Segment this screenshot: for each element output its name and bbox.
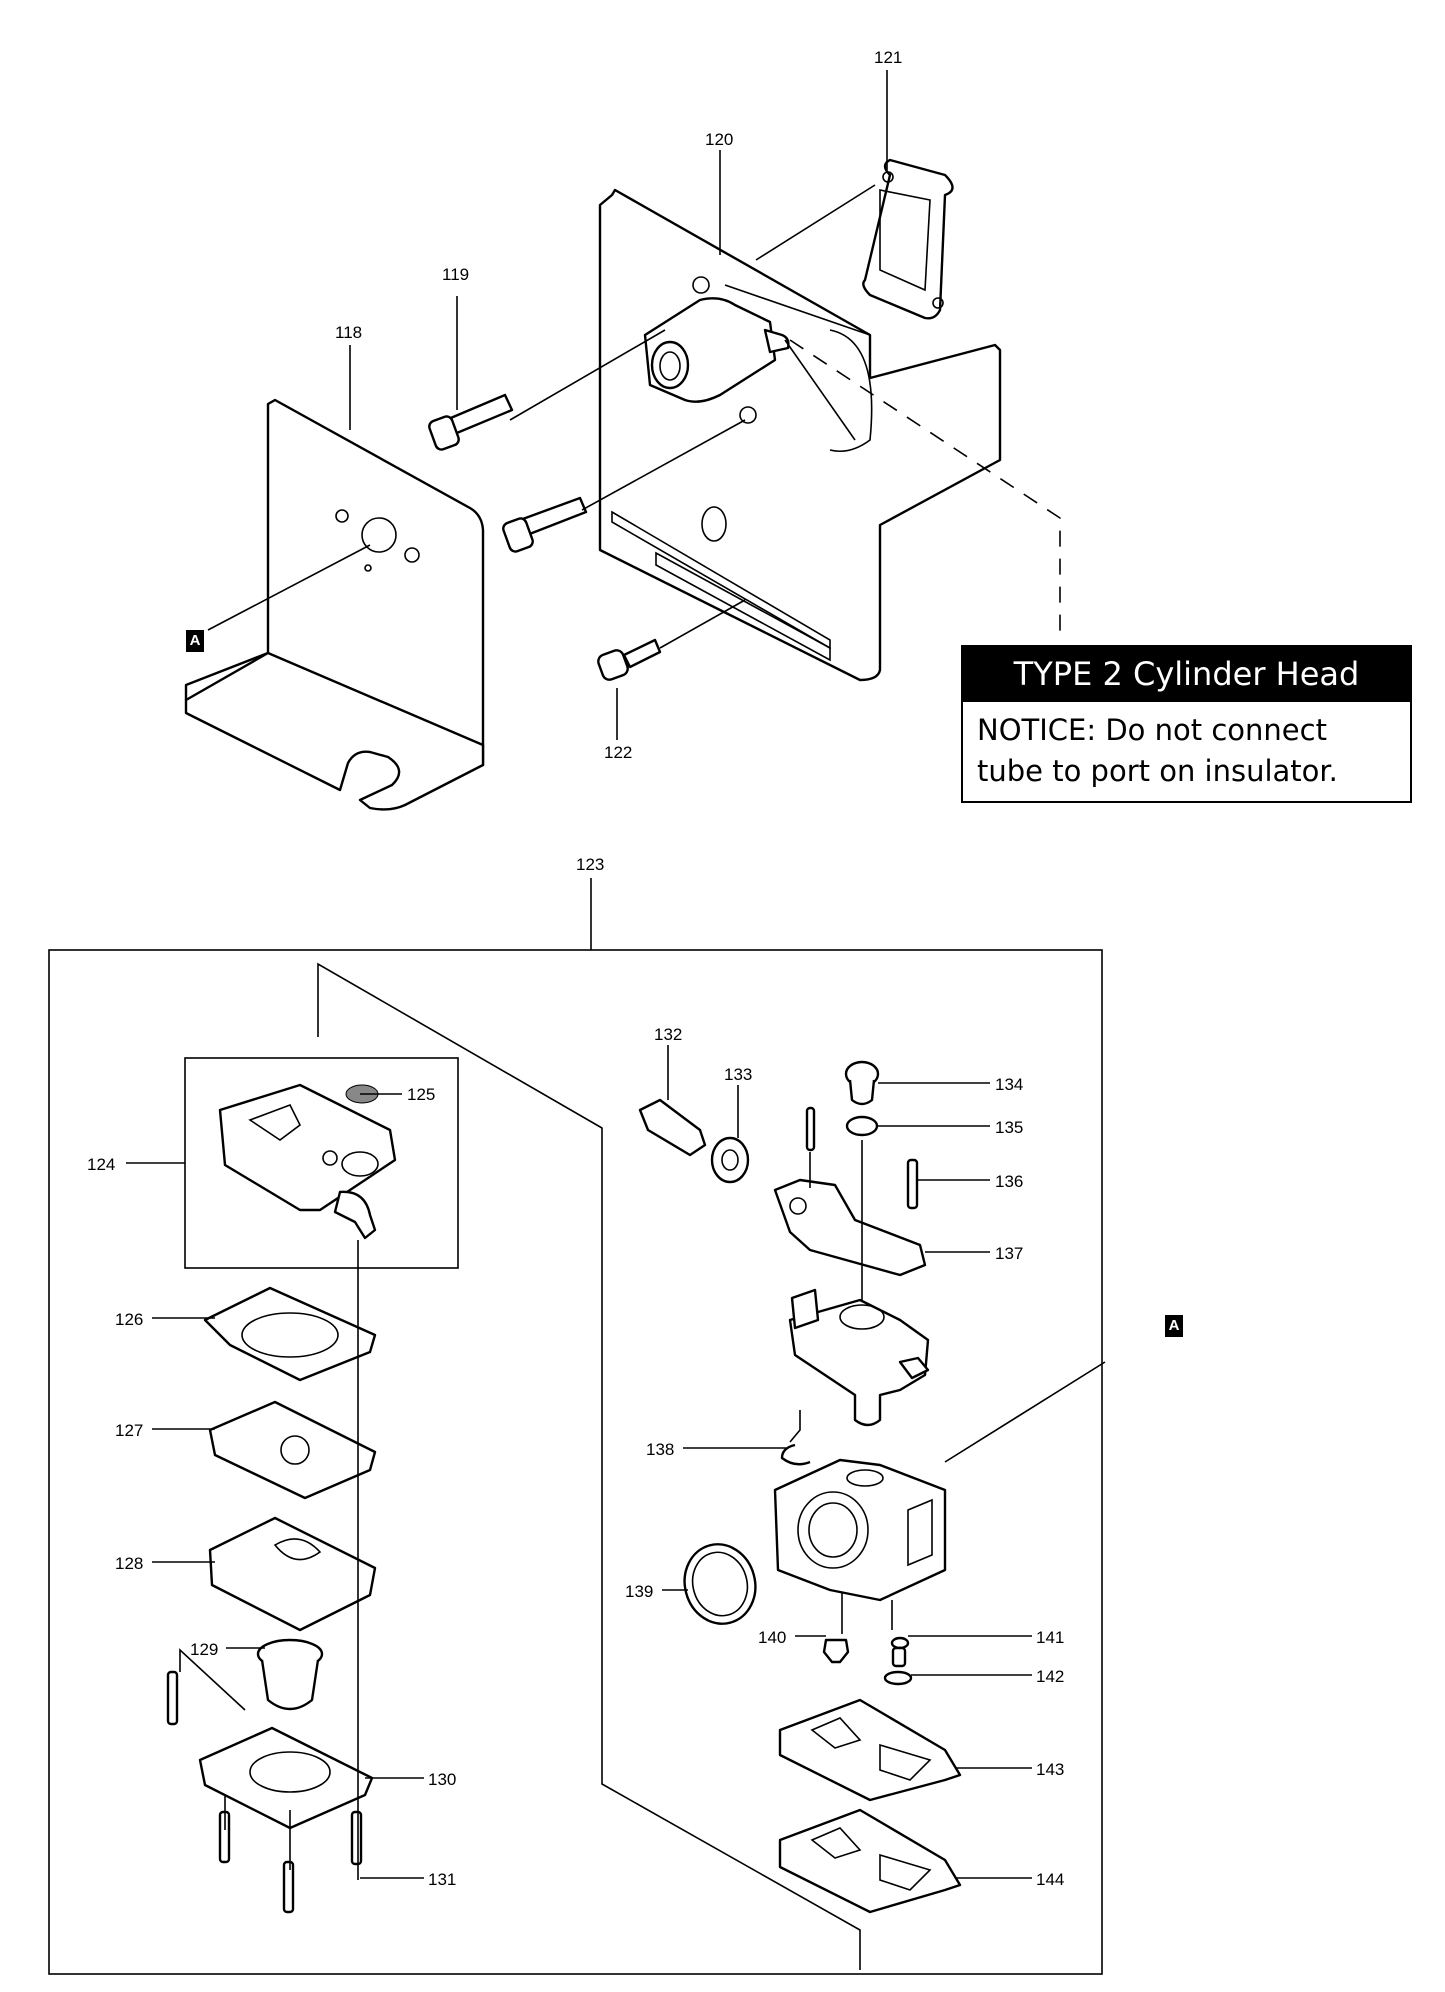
- label-134: 134: [995, 1075, 1023, 1094]
- part-134-screw: [844, 1060, 880, 1106]
- part-126-gasket: [203, 1286, 377, 1382]
- label-129: 129: [190, 1640, 218, 1659]
- part-139-o-ring: [683, 1543, 757, 1625]
- label-126: 126: [115, 1310, 143, 1329]
- label-135: 135: [995, 1118, 1023, 1137]
- part-144-gasket: [778, 1808, 962, 1914]
- notice-box: TYPE 2 Cylinder Head NOTICE: Do not conn…: [961, 645, 1412, 803]
- label-125: 125: [407, 1085, 435, 1104]
- lower-left-leader-lines: [126, 1093, 424, 1880]
- part-135-washer: [845, 1115, 879, 1137]
- label-131: 131: [428, 1870, 456, 1889]
- label-136: 136: [995, 1172, 1023, 1191]
- label-118: 118: [335, 323, 362, 342]
- lower-right-leader-lines: [662, 1045, 1106, 1879]
- part-128-pump-cover: [208, 1516, 377, 1632]
- label-137: 137: [995, 1244, 1023, 1263]
- part-118-heat-shield: [184, 398, 485, 811]
- label-141: 141: [1036, 1628, 1064, 1647]
- label-119: 119: [442, 265, 469, 284]
- part-136-screw: [906, 1158, 919, 1210]
- label-144: 144: [1036, 1870, 1064, 1889]
- part-number-labels: 121 120 119 118 122 123 124 125 126 127 …: [87, 48, 1064, 1889]
- part-137-lever: [773, 1178, 927, 1277]
- label-120: 120: [705, 130, 733, 149]
- label-140: 140: [758, 1628, 786, 1647]
- part-carburetor-body: [773, 1458, 947, 1602]
- part-small-screw: [805, 1106, 816, 1152]
- part-throttle-valve: [788, 1288, 930, 1427]
- label-127: 127: [115, 1421, 143, 1440]
- part-141-o-ring: [890, 1636, 910, 1650]
- part-124-pump-body: [218, 1083, 397, 1240]
- notice-title: TYPE 2 Cylinder Head: [963, 647, 1410, 702]
- label-123: 123: [576, 855, 604, 874]
- part-132-screw: [638, 1098, 707, 1157]
- label-133: 133: [724, 1065, 752, 1084]
- part-120-insulator: [598, 188, 1002, 682]
- part-121-gasket: [862, 158, 954, 320]
- part-142-needle: [883, 1646, 913, 1686]
- part-138-clip: [780, 1443, 811, 1466]
- part-127-diaphragm: [208, 1400, 377, 1500]
- label-142: 142: [1036, 1667, 1064, 1686]
- label-138: 138: [646, 1440, 674, 1459]
- label-121: 121: [874, 48, 902, 67]
- notice-text: NOTICE: Do not connect tube to port on i…: [977, 713, 1338, 788]
- upper-leader-lines: [207, 70, 1061, 740]
- part-140-plug: [822, 1638, 850, 1664]
- label-122: 122: [604, 743, 632, 762]
- part-122-screw: [597, 638, 662, 681]
- part-130-primer-cover: [198, 1726, 374, 1830]
- reference-mark-a: A: [186, 630, 204, 652]
- part-133-nut: [710, 1136, 750, 1184]
- label-128: 128: [115, 1554, 143, 1573]
- label-124: 124: [87, 1155, 115, 1174]
- label-143: 143: [1036, 1760, 1064, 1779]
- reference-mark-a: A: [1165, 1315, 1183, 1337]
- label-139: 139: [625, 1582, 653, 1601]
- part-143-metering-plate: [778, 1698, 962, 1802]
- part-119-bolt: [428, 393, 588, 553]
- carburetor-kit-frame: [48, 949, 1103, 1975]
- part-129-primer-bulb: [256, 1638, 324, 1711]
- label-130: 130: [428, 1770, 456, 1789]
- label-132: 132: [654, 1025, 682, 1044]
